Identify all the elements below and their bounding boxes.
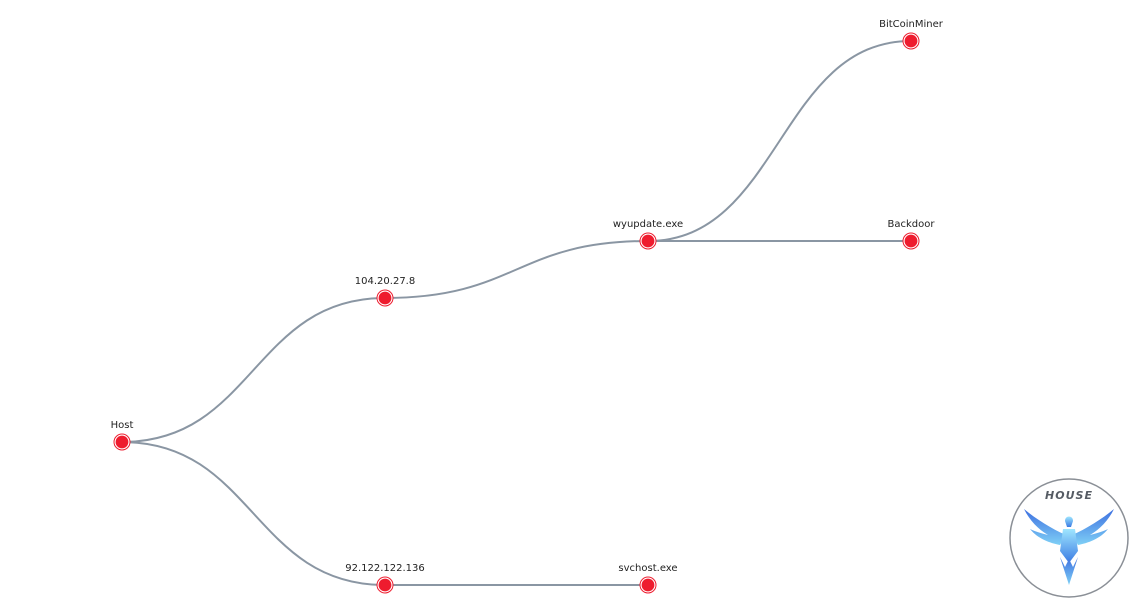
node-svchost[interactable]: svchost.exe xyxy=(618,563,678,594)
node-circle[interactable] xyxy=(114,434,130,450)
tree-nodes: Host 104.20.27.8 92.122.122.136 wyupdate.ex… xyxy=(111,19,944,594)
node-label: svchost.exe xyxy=(618,563,677,574)
node-label: wyupdate.exe xyxy=(613,219,683,230)
node-circle[interactable] xyxy=(640,577,656,593)
node-circle[interactable] xyxy=(903,233,919,249)
node-label: Backdoor xyxy=(888,219,936,230)
node-host[interactable]: Host xyxy=(111,420,134,451)
node-ring xyxy=(376,576,394,594)
node-miner[interactable]: BitCoinMiner xyxy=(879,19,944,50)
node-ring xyxy=(376,289,394,307)
node-label: 104.20.27.8 xyxy=(355,276,415,287)
node-ring xyxy=(113,433,131,451)
node-label: BitCoinMiner xyxy=(879,19,944,30)
node-wyupdate[interactable]: wyupdate.exe xyxy=(613,219,683,250)
node-label: Host xyxy=(111,420,134,431)
link-host-ip2 xyxy=(121,441,386,586)
node-ring xyxy=(902,232,920,250)
link-host-ip1 xyxy=(121,297,386,443)
logo-text: HOUSE xyxy=(1045,489,1093,502)
link-wyupdate-miner xyxy=(647,40,912,242)
link-ip1-wyupdate xyxy=(384,240,649,299)
node-circle[interactable] xyxy=(903,33,919,49)
node-circle[interactable] xyxy=(377,290,393,306)
node-ring xyxy=(639,576,657,594)
node-backdoor[interactable]: Backdoor xyxy=(888,219,936,250)
node-circle[interactable] xyxy=(640,233,656,249)
house-logo: HOUSE xyxy=(1009,478,1129,598)
eagle-icon xyxy=(1024,509,1114,585)
node-ring xyxy=(902,32,920,50)
node-ip1[interactable]: 104.20.27.8 xyxy=(355,276,415,307)
node-circle[interactable] xyxy=(377,577,393,593)
node-ring xyxy=(639,232,657,250)
node-ip2[interactable]: 92.122.122.136 xyxy=(345,563,425,594)
node-label: 92.122.122.136 xyxy=(345,563,425,574)
tree-links xyxy=(121,40,912,587)
